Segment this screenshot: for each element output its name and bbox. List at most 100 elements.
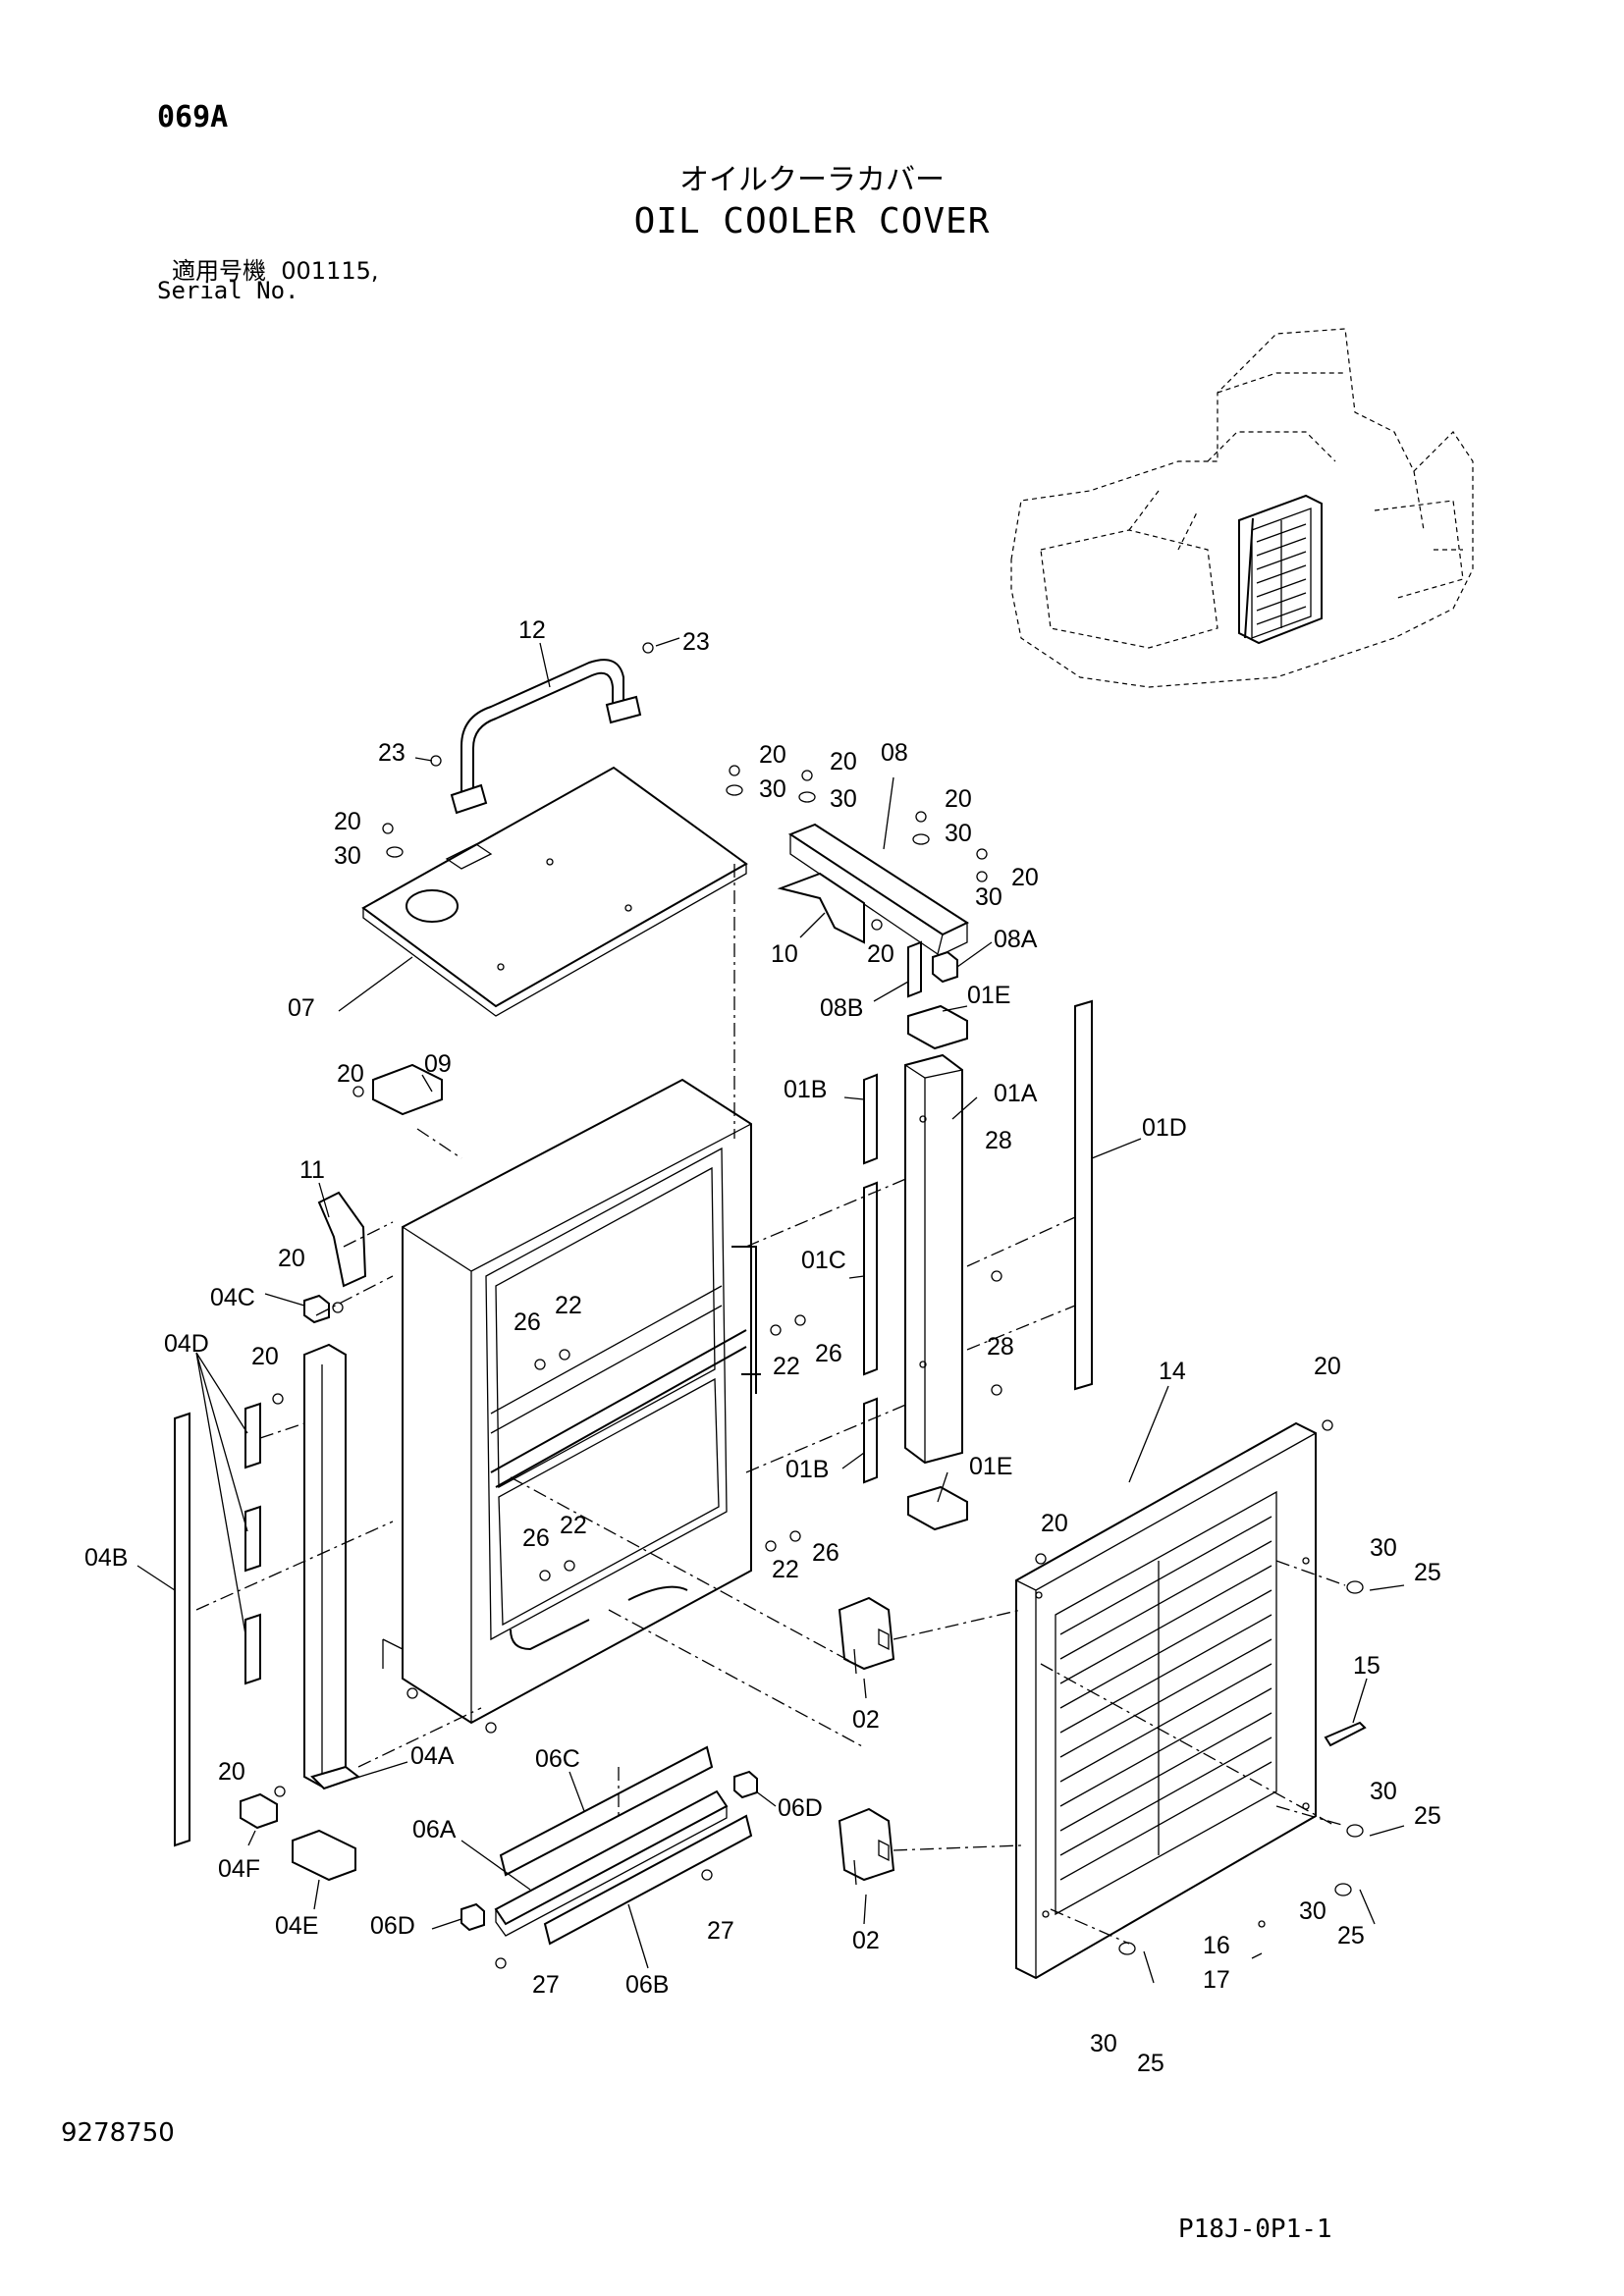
reference-code: P18J-0P1-1 bbox=[1178, 2215, 1332, 2244]
callout-26-upper-left: 26 bbox=[514, 1308, 541, 1336]
callout-02-lower: 02 bbox=[852, 1927, 880, 1954]
door-louvers bbox=[1059, 1516, 1272, 1881]
callout-01A: 01A bbox=[994, 1080, 1038, 1107]
document-number: 9278750 bbox=[61, 2118, 175, 2148]
callout-04F: 04F bbox=[218, 1855, 260, 1883]
part-handle-15 bbox=[1324, 1721, 1367, 1747]
assembly-lines bbox=[195, 864, 1346, 1945]
serial-label-jp-text: 適用号機 bbox=[172, 257, 266, 285]
part-01A-panel bbox=[904, 1053, 963, 1465]
callout-15: 15 bbox=[1353, 1652, 1380, 1680]
callout-04C: 04C bbox=[210, 1284, 255, 1311]
callout-20-door-top: 20 bbox=[1314, 1353, 1341, 1380]
callout-30-left: 30 bbox=[334, 842, 361, 870]
part-04D-blocks bbox=[244, 1402, 261, 1685]
callout-20-04A: 20 bbox=[218, 1758, 245, 1786]
callout-04A: 04A bbox=[410, 1742, 455, 1770]
callout-22-lower-right: 22 bbox=[772, 1556, 799, 1583]
callout-labels: 12 23 23 20 30 20 30 20 30 08 20 30 20 3… bbox=[84, 616, 1441, 2077]
part-01D bbox=[1074, 999, 1093, 1391]
part-01E-upper bbox=[907, 1004, 968, 1050]
callout-27-right: 27 bbox=[707, 1917, 734, 1945]
part-oil-cooler-frame bbox=[382, 1078, 761, 1734]
callout-08: 08 bbox=[881, 739, 908, 767]
callout-08B: 08B bbox=[820, 994, 863, 1022]
callout-20-09: 20 bbox=[337, 1060, 364, 1088]
part-hinge-lower bbox=[838, 1807, 895, 1886]
part-01B-upper bbox=[863, 1073, 878, 1165]
callout-28-upper: 28 bbox=[985, 1127, 1012, 1154]
page-code: 069A bbox=[157, 100, 229, 134]
machine-location-inset bbox=[1010, 328, 1474, 688]
part-bracket-11 bbox=[317, 1191, 367, 1288]
callout-20-left: 20 bbox=[334, 808, 361, 835]
fasteners bbox=[272, 642, 1405, 1984]
callout-17: 17 bbox=[1203, 1966, 1230, 1994]
callout-01E-top: 01E bbox=[967, 982, 1010, 1009]
part-louvered-door bbox=[1015, 1421, 1317, 1980]
callout-06D-left: 06D bbox=[370, 1912, 415, 1940]
callout-23-top: 23 bbox=[682, 628, 710, 656]
part-bracket-10 bbox=[777, 872, 865, 944]
callout-30-door-upper: 30 bbox=[1370, 1534, 1397, 1562]
callout-06B: 06B bbox=[625, 1971, 669, 1999]
part-06B-rail bbox=[543, 1814, 753, 1946]
serial-label-english: Serial No. bbox=[157, 277, 299, 304]
callout-30-door-mid: 30 bbox=[1370, 1778, 1397, 1805]
callout-07: 07 bbox=[288, 994, 315, 1022]
callout-14: 14 bbox=[1159, 1358, 1186, 1385]
part-04B-panel bbox=[174, 1412, 190, 1847]
part-08B-block bbox=[907, 940, 922, 998]
callout-30-top-b: 30 bbox=[830, 785, 857, 813]
title-japanese: オイルクーラカバー bbox=[679, 163, 945, 197]
callout-08A: 08A bbox=[994, 926, 1038, 953]
callout-16: 16 bbox=[1203, 1932, 1230, 1959]
callout-30-top-a: 30 bbox=[759, 775, 786, 803]
part-08A-block bbox=[932, 950, 958, 984]
callout-01B-lower: 01B bbox=[785, 1456, 829, 1483]
callout-26-upper-right: 26 bbox=[815, 1340, 842, 1367]
callout-30-door-bottom: 30 bbox=[1090, 2030, 1117, 2057]
callout-04D: 04D bbox=[164, 1330, 209, 1358]
callout-06C: 06C bbox=[535, 1745, 580, 1773]
part-04A-panel bbox=[303, 1343, 361, 1790]
callout-06A: 06A bbox=[412, 1816, 457, 1843]
callout-04B: 04B bbox=[84, 1544, 128, 1572]
callout-22-upper-left: 22 bbox=[555, 1292, 582, 1319]
part-06A-rail bbox=[494, 1789, 729, 1937]
callout-20-top-a: 20 bbox=[759, 741, 786, 769]
serial-label-japanese: 適用号機 001115, bbox=[172, 251, 379, 286]
oil-cooler-highlight bbox=[1238, 494, 1323, 645]
callout-26-lower-left: 26 bbox=[522, 1524, 550, 1552]
page-title: OIL COOLER COVER bbox=[633, 201, 991, 241]
callout-09: 09 bbox=[424, 1050, 452, 1078]
callout-28-lower: 28 bbox=[987, 1333, 1014, 1361]
callout-11: 11 bbox=[299, 1156, 325, 1184]
callout-02-upper: 02 bbox=[852, 1706, 880, 1734]
callout-27-left: 27 bbox=[532, 1971, 560, 1999]
callout-20-bracket: 20 bbox=[867, 940, 894, 968]
part-04E-block bbox=[292, 1829, 356, 1882]
part-01B-lower bbox=[863, 1397, 878, 1484]
part-bracket-09 bbox=[372, 1063, 443, 1116]
callout-22-upper-right: 22 bbox=[773, 1353, 800, 1380]
callout-23-left: 23 bbox=[378, 739, 406, 767]
serial-number-value: 001115, bbox=[281, 257, 379, 285]
callout-01C: 01C bbox=[801, 1247, 846, 1274]
callout-01D: 01D bbox=[1142, 1114, 1187, 1142]
part-bracket-08 bbox=[787, 823, 970, 956]
callout-06D-right: 06D bbox=[778, 1794, 823, 1822]
callout-20-11: 20 bbox=[278, 1245, 305, 1272]
callout-25-door-bottom: 25 bbox=[1137, 2050, 1164, 2077]
callout-25-door-upper: 25 bbox=[1414, 1559, 1441, 1586]
part-handrail bbox=[450, 659, 642, 815]
callout-20-top-b: 20 bbox=[830, 748, 857, 775]
callout-12: 12 bbox=[518, 616, 546, 644]
callout-26-lower-right: 26 bbox=[812, 1539, 839, 1567]
callout-30-top-c: 30 bbox=[945, 820, 972, 847]
part-hinge-upper bbox=[838, 1596, 895, 1675]
callout-20-door-left: 20 bbox=[1041, 1510, 1068, 1537]
part-04C-block bbox=[303, 1294, 330, 1324]
callout-25-door-lower: 25 bbox=[1337, 1922, 1365, 1949]
